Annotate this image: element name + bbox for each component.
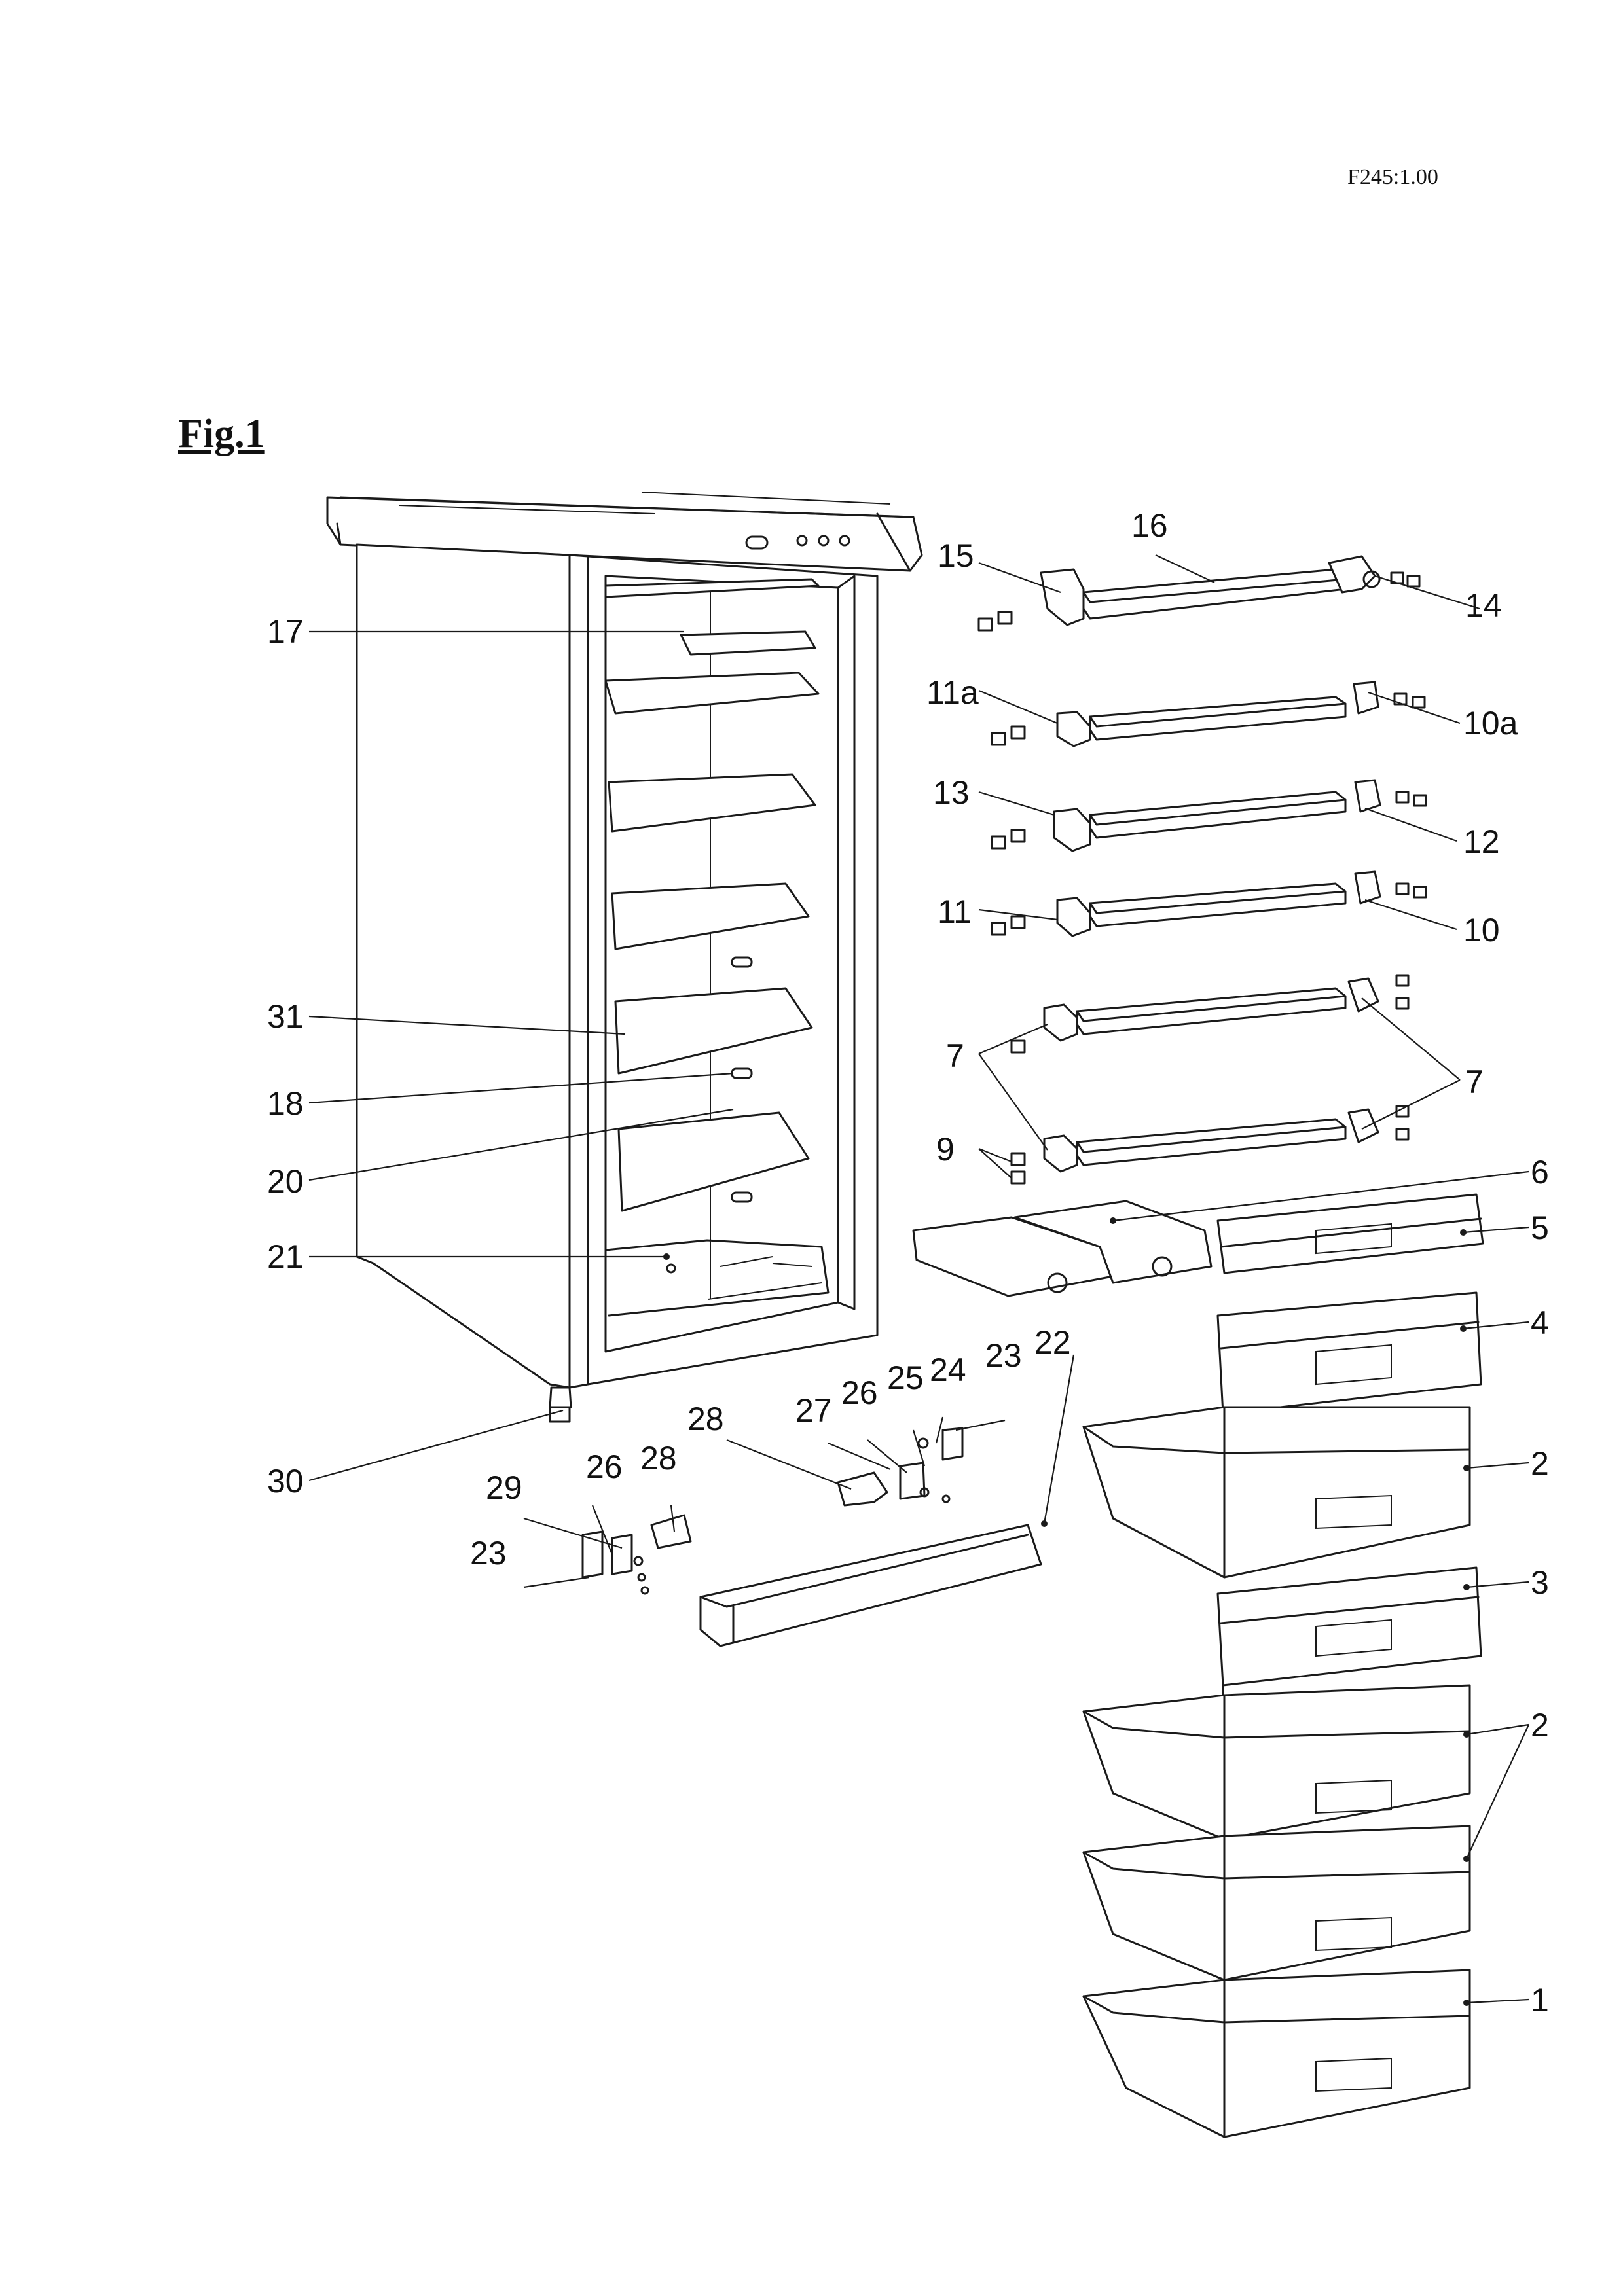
callout-2-lower: 2	[1531, 1707, 1549, 1744]
callout-11a: 11a	[926, 674, 979, 711]
callout-3: 3	[1531, 1564, 1549, 1601]
document-code: F245:1.00	[1347, 165, 1438, 189]
callout-31: 31	[267, 998, 304, 1035]
figure-title: Fig.1	[178, 412, 265, 456]
callout-27: 27	[795, 1392, 832, 1429]
wire-shelves	[604, 578, 820, 1212]
callout-6: 6	[1531, 1154, 1549, 1191]
callout-16: 17	[267, 613, 304, 650]
callout-26-right: 26	[841, 1374, 878, 1411]
covers-and-drawers	[912, 1193, 1484, 2138]
callout-29: 29	[486, 1469, 522, 1506]
callout-14: 14	[1465, 587, 1502, 624]
callout-15: 15	[938, 537, 974, 574]
callout-20: 20	[267, 1163, 304, 1200]
callout-11: 11	[938, 893, 972, 930]
callout-23-left: 23	[470, 1535, 507, 1571]
callout-17: 16	[1131, 507, 1168, 544]
callout-26-left: 26	[586, 1448, 623, 1485]
callout-9: 9	[936, 1131, 955, 1168]
callout-28-right: 28	[687, 1401, 724, 1437]
callout-10a: 10a	[1463, 705, 1518, 742]
callout-25: 25	[887, 1359, 924, 1396]
callout-7-left: 7	[946, 1037, 964, 1074]
callout-28-left: 28	[640, 1440, 677, 1477]
callout-23-right: 23	[985, 1337, 1022, 1374]
callout-5: 5	[1531, 1210, 1549, 1246]
shelf-pegs	[731, 956, 753, 1203]
callout-4: 4	[1531, 1304, 1549, 1341]
callout-22: 22	[1034, 1324, 1071, 1361]
freezer-cabinet	[326, 492, 923, 1423]
callout-labels: 17 31 18 20 21 30 16 15 14 11a 10a 13 12…	[267, 507, 1549, 2018]
door-bars	[977, 555, 1427, 1185]
callout-21: 21	[267, 1238, 304, 1275]
callout-12: 12	[1463, 823, 1500, 860]
callout-1: 1	[1531, 1982, 1549, 2018]
callout-30: 30	[267, 1463, 304, 1499]
callout-13: 13	[933, 774, 970, 811]
callout-24: 24	[930, 1352, 966, 1388]
callout-18: 18	[267, 1085, 304, 1122]
callout-7-right: 7	[1465, 1064, 1484, 1100]
hinge-and-kickplate	[581, 1427, 1042, 1647]
leader-dots	[663, 1217, 1470, 2006]
leader-lines	[308, 554, 1529, 2004]
callout-2-upper: 2	[1531, 1445, 1549, 1482]
callout-10: 10	[1463, 912, 1500, 948]
